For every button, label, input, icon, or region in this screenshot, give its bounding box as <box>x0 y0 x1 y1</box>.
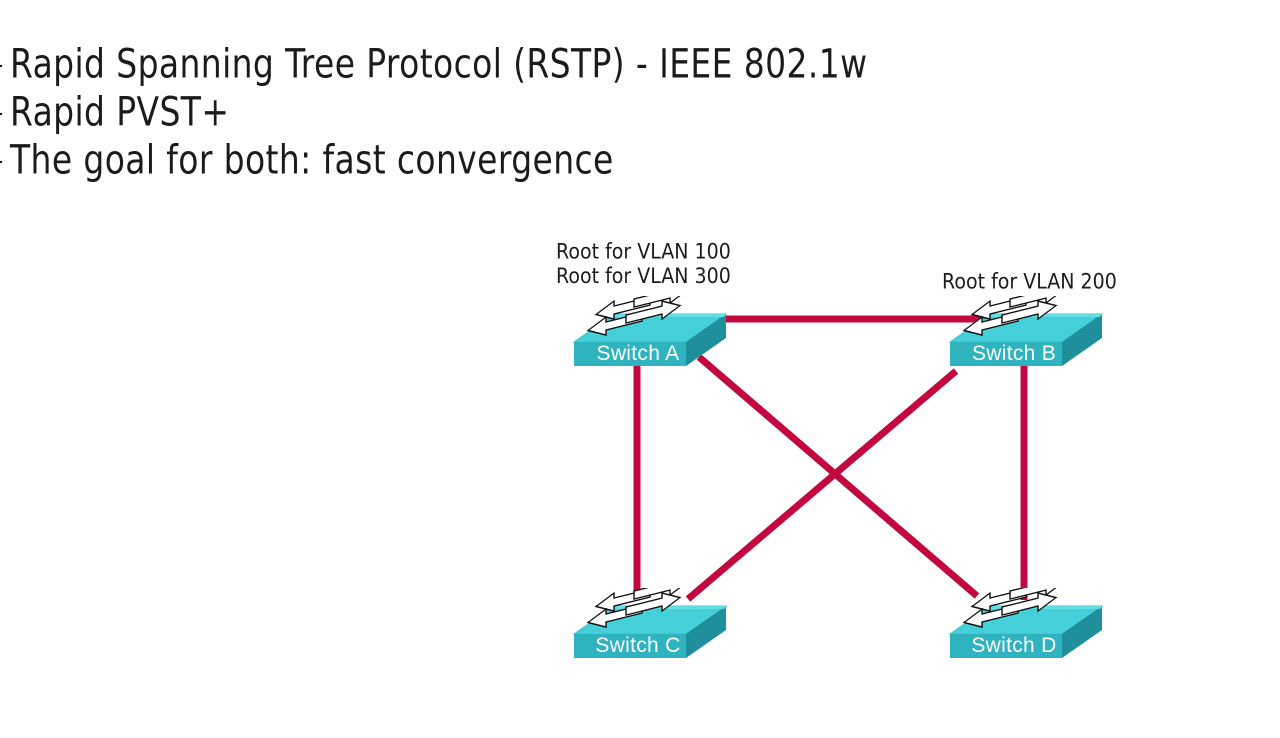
link-b-c <box>685 368 959 602</box>
note-text: Rapid PVST+ <box>10 88 230 136</box>
bullet-icon: - <box>0 50 8 80</box>
bullet-icon: - <box>0 146 8 176</box>
switch-node-d[interactable]: Switch D <box>948 588 1108 674</box>
link-a-d <box>696 354 980 599</box>
note-text: The goal for both: fast convergence <box>10 136 614 184</box>
notes-list: - Rapid Spanning Tree Protocol (RSTP) - … <box>0 41 980 192</box>
switch-node-b[interactable]: Switch B <box>948 296 1108 382</box>
root-label-line: Root for VLAN 100 <box>556 240 731 265</box>
root-label-switch-a: Root for VLAN 100 Root for VLAN 300 <box>556 240 731 288</box>
note-line: - Rapid PVST+ <box>0 89 980 144</box>
switch-node-a[interactable]: Switch A <box>572 296 732 382</box>
switch-node-c[interactable]: Switch C <box>572 588 732 674</box>
note-line: - Rapid Spanning Tree Protocol (RSTP) - … <box>0 41 980 96</box>
note-text: Rapid Spanning Tree Protocol (RSTP) - IE… <box>10 40 868 88</box>
network-switch-icon <box>949 588 1103 659</box>
root-label-line: Root for VLAN 300 <box>556 264 731 289</box>
root-label-switch-b: Root for VLAN 200 <box>942 270 1117 295</box>
note-line: - The goal for both: fast convergence <box>0 137 980 192</box>
network-switch-icon <box>949 296 1103 367</box>
bullet-icon: - <box>0 98 8 128</box>
network-switch-icon <box>573 588 727 659</box>
network-switch-icon <box>573 296 727 367</box>
